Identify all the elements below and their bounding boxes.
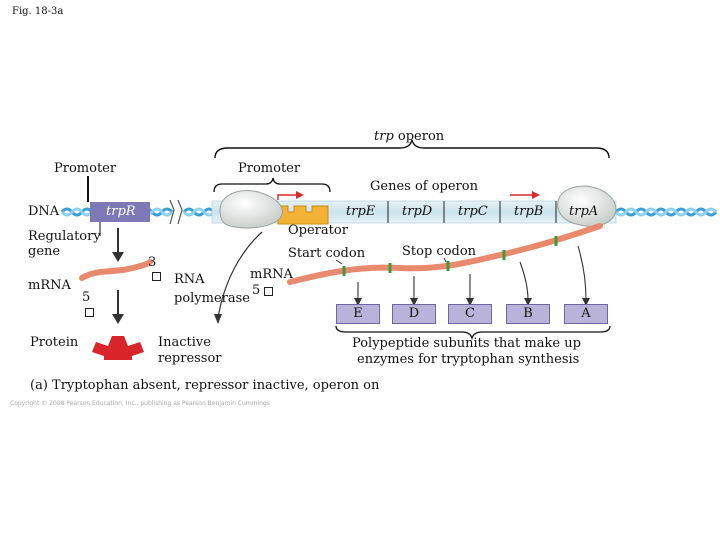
polypeptide-caption-1: Polypeptide subunits that make up — [352, 336, 581, 351]
mrna-left-label: mRNA — [28, 278, 71, 293]
inactive-repressor-label-2: repressor — [158, 351, 222, 366]
start-codon-pointer — [335, 259, 343, 265]
polypeptide-A: A — [564, 304, 608, 324]
dna-break-mark — [169, 199, 183, 225]
gene-trpA: trpA — [569, 204, 599, 219]
promoter-brace — [213, 177, 331, 193]
dna-label: DNA — [28, 204, 60, 219]
three-prime-label: 3 — [148, 255, 157, 270]
polypeptide-E: E — [336, 304, 380, 324]
translation-arrow — [112, 290, 124, 324]
copyright-notice: Copyright © 2008 Pearson Education, Inc.… — [10, 400, 270, 407]
polypeptide-brace — [335, 325, 611, 341]
operon-brace — [214, 139, 610, 159]
stop-codon-label: Stop codon — [402, 244, 477, 259]
protein-label: Protein — [30, 335, 79, 350]
translation-arrowheads — [354, 298, 590, 306]
operator-segment — [277, 205, 329, 225]
gene-trpD: trpD — [402, 204, 433, 219]
operator-label: Operator — [288, 223, 348, 238]
transcription-arrow — [112, 228, 124, 262]
polypeptide-D: D — [392, 304, 436, 324]
trpR-label: trpR — [106, 204, 136, 219]
figure-caption: (a) Tryptophan absent, repressor inactiv… — [30, 378, 380, 393]
five-prime-center-marker — [262, 285, 273, 300]
figure-label: Fig. 18-3a — [12, 6, 64, 17]
gene-separators — [387, 201, 557, 223]
repressor-arrow — [214, 231, 263, 324]
gene-trpE: trpE — [346, 204, 376, 219]
operon-title: trp operon — [374, 129, 445, 145]
rna-polymerase-label-2: polymerase — [174, 291, 251, 306]
five-prime-left-label: 5 — [82, 290, 91, 305]
dna-right-helix — [614, 207, 718, 217]
five-prime-left-marker — [83, 306, 94, 321]
promoter-left-label: Promoter — [54, 161, 117, 176]
rna-polymerase-label-1: RNA — [174, 272, 205, 287]
mrna-left-strand — [79, 259, 153, 281]
polypeptide-caption-2: enzymes for tryptophan synthesis — [357, 352, 580, 367]
mrna-center-label: mRNA — [250, 267, 293, 282]
genes-of-operon-label: Genes of operon — [370, 179, 478, 194]
rna-polymerase-icon — [219, 190, 283, 229]
gene-trpC: trpC — [458, 204, 488, 219]
operon-suffix: operon — [393, 129, 445, 144]
repressor-icon — [92, 336, 144, 360]
three-prime-end-marker — [150, 270, 161, 285]
start-codon-label: Start codon — [288, 246, 366, 261]
translation-arrows — [357, 245, 587, 301]
codon-markers — [342, 236, 558, 276]
regulatory-gene-label-2: gene — [28, 244, 61, 259]
start-arrow-icon — [277, 191, 304, 200]
promoter-right-label: Promoter — [238, 161, 301, 176]
gene-trpB: trpB — [514, 204, 544, 219]
rna-polymerase-icon — [557, 185, 617, 227]
regulatory-gene-label-1: Regulatory — [28, 229, 101, 244]
polypeptide-B: B — [506, 304, 550, 324]
trpR-gene-box — [90, 202, 150, 222]
stop-codon-pointer — [443, 257, 447, 263]
inactive-repressor-label-1: Inactive — [158, 335, 211, 350]
five-prime-center-label: 5 — [252, 283, 261, 298]
start-arrow-icon — [510, 191, 540, 199]
polypeptide-C: C — [448, 304, 492, 324]
operon-name: trp — [374, 129, 394, 144]
